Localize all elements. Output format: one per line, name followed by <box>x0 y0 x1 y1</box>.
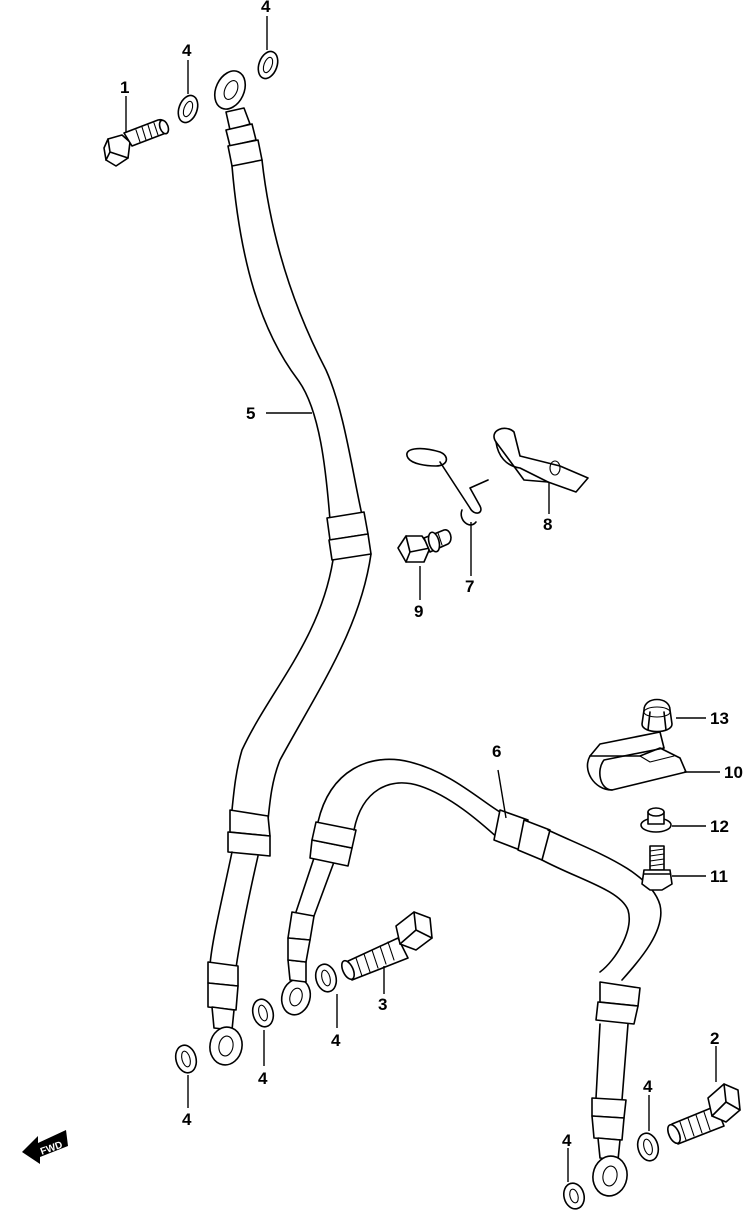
callout-9: 9 <box>414 602 423 621</box>
part-9-bolt[interactable] <box>397 529 452 563</box>
callout-4-top: 4 <box>261 0 271 16</box>
part-7-clip[interactable] <box>406 447 489 526</box>
part-4-washer-right[interactable] <box>635 1131 662 1163</box>
callout-10: 10 <box>724 763 743 782</box>
callout-4-bottom-left: 4 <box>182 1110 192 1129</box>
callout-4-right: 4 <box>643 1077 653 1096</box>
callout-7: 7 <box>465 577 474 596</box>
part-4-washer-top[interactable] <box>255 49 281 81</box>
part-4-washer-center[interactable] <box>313 962 340 994</box>
part-6-brake-hose-lower[interactable] <box>278 758 662 1198</box>
callout-8: 8 <box>543 515 552 534</box>
callout-11: 11 <box>710 867 728 886</box>
part-8-bracket[interactable] <box>493 427 589 493</box>
callout-2: 2 <box>710 1029 719 1048</box>
part-11-bolt[interactable] <box>641 845 673 891</box>
part-2-union-bolt[interactable] <box>665 1083 741 1145</box>
leader-lines <box>125 16 720 1182</box>
part-3-union-bolt[interactable] <box>339 911 433 981</box>
part-10-clamp[interactable] <box>586 731 687 791</box>
callout-12: 12 <box>710 817 729 836</box>
part-4-washer-bottom-center[interactable] <box>250 997 277 1029</box>
callout-13: 13 <box>710 709 729 728</box>
part-4-washer-top-left[interactable] <box>175 93 201 125</box>
part-5-brake-hose-upper[interactable] <box>207 66 372 1068</box>
fwd-direction-arrow: FWD <box>22 1130 68 1164</box>
part-1-union-bolt[interactable] <box>103 118 170 167</box>
callout-labels: 1 4 4 5 6 7 8 9 13 10 12 11 3 4 4 4 4 4 … <box>120 0 743 1150</box>
callout-3: 3 <box>378 995 387 1014</box>
callout-4-center: 4 <box>331 1031 341 1050</box>
callout-4-top-left: 4 <box>182 41 192 60</box>
callout-6: 6 <box>492 742 501 761</box>
part-4-washer-bottom-left[interactable] <box>173 1043 200 1075</box>
part-12-collar[interactable] <box>640 807 672 833</box>
part-13-cap-nut[interactable] <box>641 698 673 733</box>
callout-4-bottom-center: 4 <box>258 1069 268 1088</box>
callout-4-bottom-right: 4 <box>562 1131 572 1150</box>
callout-5: 5 <box>246 404 255 423</box>
part-4-washer-bottom-right[interactable] <box>561 1181 587 1211</box>
callout-1: 1 <box>120 78 129 97</box>
